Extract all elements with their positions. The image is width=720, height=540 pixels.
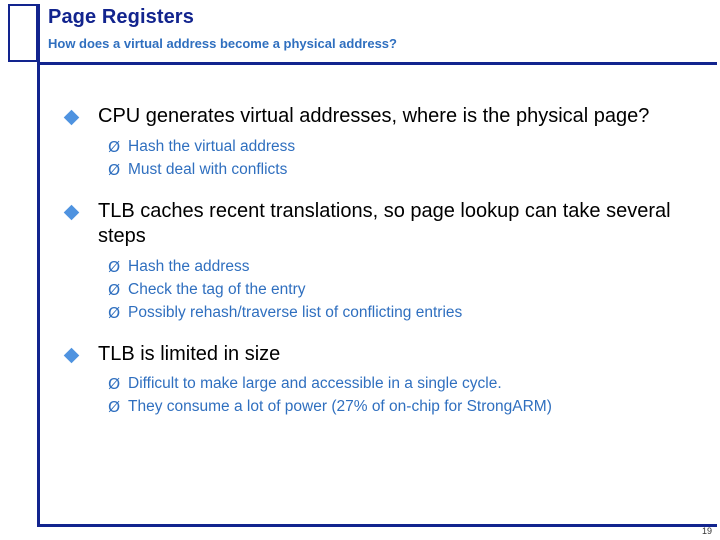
sub-bullet-text: Hash the virtual address [128,137,296,155]
sub-bullet-list: Ø Difficult to make large and accessible… [62,373,707,418]
arrow-bullet-icon: Ø [108,137,121,156]
bullet-group: TLB is limited in size Ø Difficult to ma… [62,342,707,419]
sub-bullet-text: Possibly rehash/traverse list of conflic… [128,303,463,321]
diamond-bullet-icon [63,347,80,364]
decorative-vertical-line [37,4,40,526]
sub-bullet-item: Ø They consume a lot of power (27% of on… [62,396,707,418]
top-level-bullet-text: TLB is limited in size [98,342,281,365]
page-subtitle: How does a virtual address become a phys… [48,36,397,51]
sub-bullet-list: Ø Hash the address Ø Check the tag of th… [62,256,707,324]
sub-bullet-list: Ø Hash the virtual address Ø Must deal w… [62,136,707,181]
sub-bullet-item: Ø Hash the address [62,256,707,278]
sub-bullet-item: Ø Difficult to make large and accessible… [62,373,707,395]
arrow-bullet-icon: Ø [108,398,121,417]
bullet-group: TLB caches recent translations, so page … [62,199,707,324]
diamond-bullet-icon [63,109,80,126]
decorative-header-divider [37,62,717,65]
arrow-bullet-icon: Ø [108,160,121,179]
top-level-bullet-text: TLB caches recent translations, so page … [98,199,671,248]
sub-bullet-item: Ø Hash the virtual address [62,136,707,158]
arrow-bullet-icon: Ø [108,303,121,322]
arrow-bullet-icon: Ø [108,375,121,394]
sub-bullet-text: Hash the address [128,257,250,275]
page-title: Page Registers [48,6,194,28]
decorative-footer-divider [37,524,717,527]
slide-number: 19 [701,526,712,536]
sub-bullet-item: Ø Possibly rehash/traverse list of confl… [62,302,707,324]
top-level-bullet: TLB caches recent translations, so page … [62,199,707,250]
sub-bullet-item: Ø Check the tag of the entry [62,279,707,301]
top-level-bullet: CPU generates virtual addresses, where i… [62,104,707,130]
sub-bullet-text: They consume a lot of power (27% of on-c… [128,398,552,416]
top-level-bullet: TLB is limited in size [62,342,707,368]
top-level-bullet-text: CPU generates virtual addresses, where i… [98,105,650,127]
decorative-corner-box [8,4,38,62]
sub-bullet-text: Check the tag of the entry [128,280,306,298]
slide-body: CPU generates virtual addresses, where i… [62,104,707,434]
arrow-bullet-icon: Ø [108,257,121,276]
diamond-bullet-icon [63,204,80,220]
bullet-group: CPU generates virtual addresses, where i… [62,104,707,181]
sub-bullet-text: Difficult to make large and accessible i… [128,375,502,393]
arrow-bullet-icon: Ø [108,280,121,299]
sub-bullet-item: Ø Must deal with conflicts [62,159,707,181]
sub-bullet-text: Must deal with conflicts [128,160,288,178]
